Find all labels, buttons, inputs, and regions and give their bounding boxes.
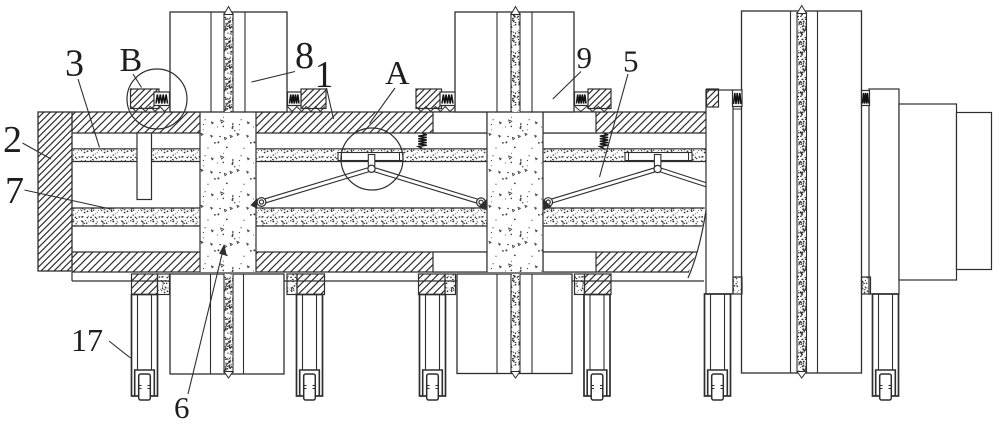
- svg-text:3: 3: [65, 43, 84, 85]
- svg-text:5: 5: [623, 44, 639, 79]
- svg-text:2: 2: [3, 119, 22, 161]
- svg-text:A: A: [385, 55, 410, 92]
- svg-text:9: 9: [577, 40, 593, 75]
- svg-text:6: 6: [174, 390, 190, 425]
- svg-text:1: 1: [315, 54, 334, 96]
- svg-text:7: 7: [5, 170, 24, 212]
- svg-text:17: 17: [71, 322, 103, 358]
- svg-text:8: 8: [295, 35, 314, 77]
- svg-text:B: B: [120, 42, 143, 79]
